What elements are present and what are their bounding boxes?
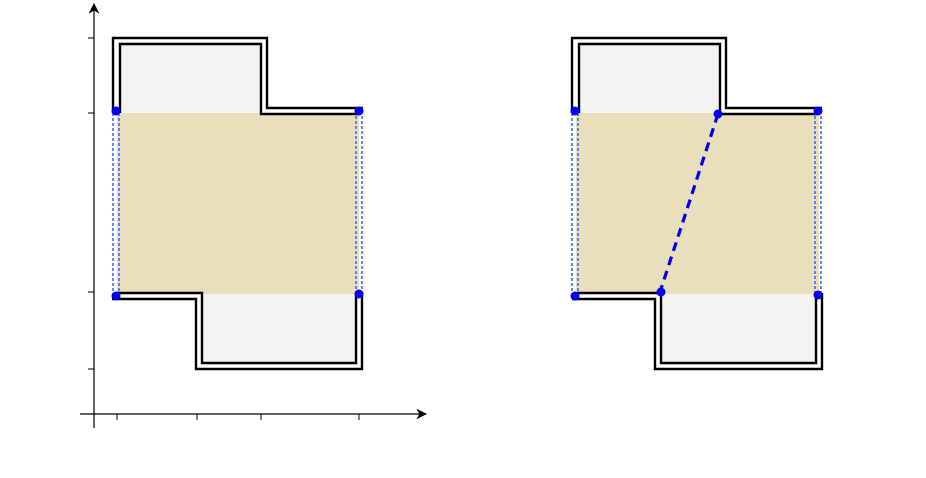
- vertex-point: [570, 106, 580, 116]
- lower-room-wall-outer: [572, 293, 824, 371]
- vertex-point: [713, 109, 723, 119]
- upper-room-wall-outer: [111, 36, 363, 113]
- overlap-region: [576, 113, 819, 294]
- upper-room-wall-outer: [570, 36, 822, 113]
- upper-room-fill: [578, 42, 721, 114]
- vertex-point: [656, 287, 666, 297]
- lower-room-wall-inner: [117, 291, 358, 365]
- vertex-point: [111, 291, 121, 301]
- lower-room-fill: [201, 293, 358, 365]
- vertex-point: [354, 106, 364, 116]
- lower-room-wall-inner: [577, 291, 818, 365]
- lower-room-fill: [661, 293, 818, 365]
- overlap-region: [117, 113, 359, 294]
- vertex-point: [111, 106, 121, 116]
- diagonal-cut-line: [658, 113, 720, 293]
- left-panel: [80, 2, 428, 428]
- vertex-point: [354, 289, 364, 299]
- vertex-point: [570, 291, 580, 301]
- upper-room-wall-inner: [118, 42, 358, 116]
- upper-room-wall-inner: [577, 42, 817, 116]
- vertex-point: [813, 290, 823, 300]
- upper-room-fill: [118, 42, 261, 114]
- vertex-point: [813, 106, 823, 116]
- right-panel: [570, 36, 824, 371]
- lower-room-wall-outer: [112, 293, 364, 371]
